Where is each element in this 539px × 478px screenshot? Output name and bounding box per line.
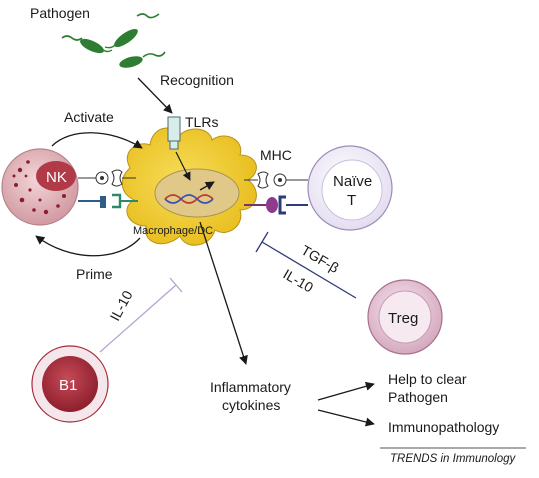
naive-t-nucleus [321, 159, 383, 221]
inflammatory-label-line1: Inflammatory [210, 379, 291, 395]
mhc-receptor-complex [244, 171, 308, 215]
pathogen-bacteria [61, 13, 166, 68]
b1-inhibition-line [99, 284, 177, 353]
nk-macrophage-receptors [78, 169, 138, 209]
b1-inhibition-bar [169, 277, 183, 293]
dna-helix-icon [164, 181, 215, 204]
naive-label-line1: Naïve [333, 173, 372, 190]
activate-arrow [51, 132, 143, 149]
tlr-signal-arrow [175, 151, 191, 181]
mhc-label: MHC [260, 147, 292, 163]
recognition-label: Recognition [160, 72, 234, 88]
treg-inhibition-line [261, 241, 357, 299]
il10-treg-label: IL-10 [281, 266, 317, 296]
help-clear-label-line2: Pathogen [388, 389, 448, 405]
tgf-beta-label: TGF-β [299, 242, 342, 276]
nk-nucleus [36, 161, 76, 191]
footer-journal: in Immunology [437, 453, 516, 465]
b1-label: B1 [59, 377, 77, 394]
immunopathology-arrow [317, 409, 375, 427]
naive-label-line2: T [347, 192, 356, 209]
immunopathology-label: Immunopathology [388, 419, 499, 435]
inflammatory-label-line2: cytokines [222, 397, 280, 413]
recognition-arrow [137, 77, 173, 114]
nk-granules [12, 160, 66, 215]
tlr-receptor-icon [167, 116, 181, 142]
help-clear-label-line1: Help to clear [388, 371, 467, 387]
tlrs-label: TLRs [185, 114, 218, 130]
pathogen-label: Pathogen [30, 5, 90, 21]
footer-credit: TRENDS in Immunology [390, 453, 517, 465]
macrophage-label: Macrophage/DC [133, 225, 213, 237]
activate-label: Activate [64, 109, 114, 125]
treg-inhibition-bar [255, 231, 269, 253]
cytokine-arrow [199, 221, 248, 365]
prime-label: Prime [76, 266, 113, 282]
b1-nucleus [42, 356, 98, 412]
help-clear-arrow [317, 381, 375, 401]
il10-b1-label: IL-10 [107, 288, 136, 324]
treg-label: Treg [388, 310, 418, 327]
nk-label: NK [46, 169, 67, 186]
prime-arrow [35, 235, 141, 257]
tlr-receptor-base [169, 140, 179, 150]
treg-nucleus [378, 290, 432, 344]
macrophage-nucleus [154, 168, 240, 218]
footer-trends: TRENDS [390, 453, 438, 465]
